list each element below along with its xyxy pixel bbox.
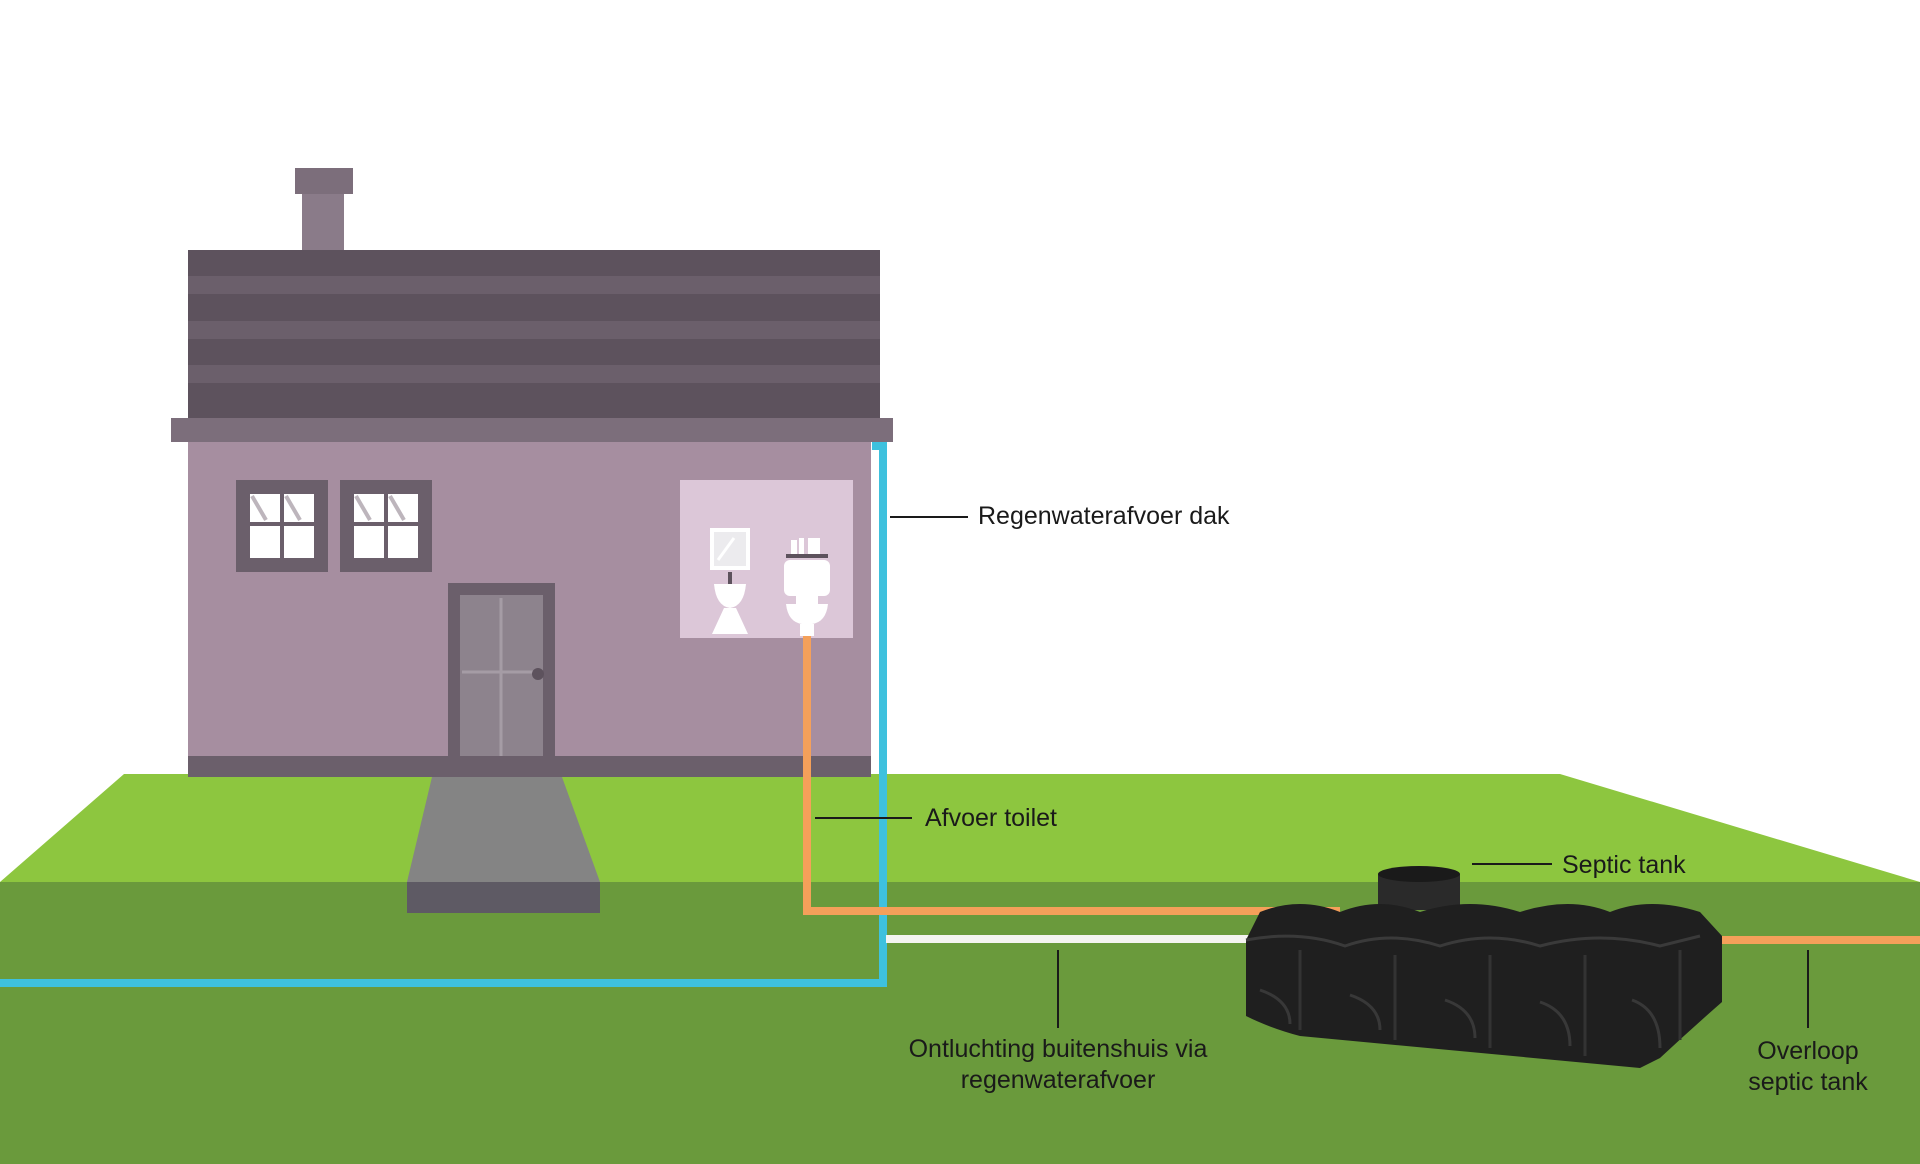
toilet-pipe <box>803 636 1340 915</box>
roof-stripe <box>188 365 880 383</box>
door-icon <box>448 583 555 758</box>
label-overflow-line1: Overloop <box>1757 1037 1859 1065</box>
label-toilet-drain: Afvoer toilet <box>925 804 1058 832</box>
bathroom-window <box>680 480 853 638</box>
mirror-icon <box>710 528 750 570</box>
sink-icon <box>712 572 748 634</box>
roof-eave <box>171 418 893 442</box>
label-overflow: Overloop septic tank <box>1720 1036 1896 1098</box>
label-vent-line1: Ontluchting buitenshuis via <box>908 1035 1208 1063</box>
window-icon <box>340 480 432 572</box>
house-base <box>188 756 871 777</box>
rain-pipe <box>0 442 887 987</box>
roof-stripe <box>188 276 880 294</box>
garden-path-edge <box>407 882 600 913</box>
roof-stripe <box>188 321 880 339</box>
chimney-icon <box>302 192 344 252</box>
garden-path <box>407 777 600 882</box>
label-septic-tank: Septic tank <box>1562 851 1686 879</box>
septic-tank-icon <box>1245 866 1722 1068</box>
label-overflow-line2: septic tank <box>1748 1068 1868 1096</box>
chimney-cap <box>295 168 353 194</box>
house <box>171 168 893 777</box>
label-vent: Ontluchting buitenshuis via regenwateraf… <box>858 1034 1258 1096</box>
label-vent-line2: regenwaterafvoer <box>960 1066 1156 1094</box>
label-roof-drain: Regenwaterafvoer dak <box>978 502 1230 530</box>
window-icon <box>236 480 328 572</box>
toilet-icon <box>784 538 830 636</box>
